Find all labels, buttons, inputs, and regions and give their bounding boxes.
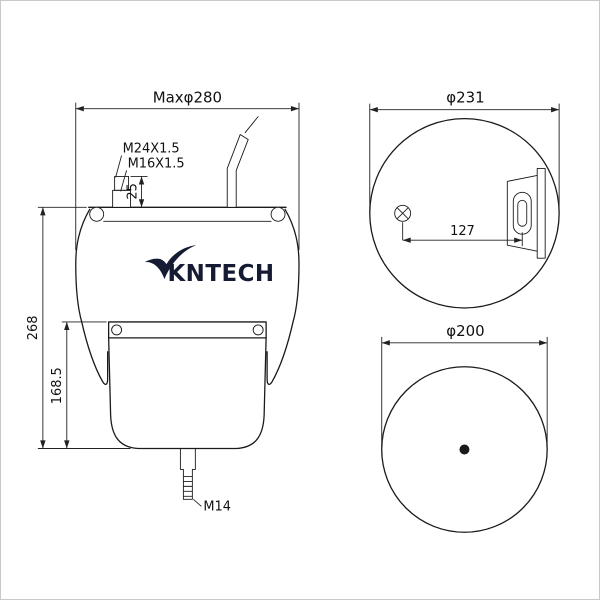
brand-logo: KNTECH	[144, 245, 274, 287]
bellows-right-wall	[266, 208, 300, 385]
air-port-symbol	[394, 204, 412, 222]
bottom-stud-leader	[193, 498, 202, 507]
bottom-stud	[179, 448, 196, 500]
mounting-bracket	[506, 167, 546, 259]
bottom-view: φ200	[381, 322, 548, 533]
dim-piston-height-label: 168.5	[50, 367, 65, 404]
bottom-stud-thread-lines	[183, 475, 193, 497]
air-port-cross-icon	[396, 207, 409, 220]
front-view: KNTECH Maxφ280 M24X1.5 M16X1.5 25 268	[26, 89, 300, 514]
dim-top-diameter: φ231	[369, 89, 560, 212]
thread-outer-leader	[115, 155, 123, 178]
bottom-center-point	[459, 444, 470, 455]
dim-overall-height-extlines	[37, 206, 131, 449]
piston-top-band	[107, 321, 267, 339]
piston-body	[107, 337, 267, 450]
dim-max-diameter-label: Maxφ280	[153, 89, 222, 107]
thread-inner-leader	[120, 170, 128, 192]
dim-stud-height-label: 25	[126, 183, 141, 199]
dim-max-diameter: Maxφ280	[75, 89, 300, 251]
dim-top-diameter-extlines	[369, 103, 560, 212]
piston-bead-right	[252, 324, 264, 336]
bracket-outline	[506, 167, 546, 259]
dim-bottom-diameter-extlines	[381, 336, 548, 448]
dim-port-offset-label: 127	[450, 224, 475, 239]
dim-overall-height: 268	[26, 206, 131, 449]
thread-inner-label: M16X1.5	[128, 156, 185, 171]
air-port-circle	[394, 204, 412, 222]
top-plate-bead-right	[270, 206, 286, 222]
top-plate-bead-left	[89, 206, 105, 222]
callout-thread-inner: M16X1.5	[120, 156, 185, 192]
top-view: φ231 127	[369, 89, 560, 309]
bottom-view-outline	[381, 366, 548, 533]
dim-bottom-diameter-label: φ200	[446, 322, 484, 340]
dim-port-offset-extlines	[402, 222, 523, 247]
piston-bead-left	[111, 324, 123, 336]
top-view-outline	[369, 117, 560, 309]
dim-top-diameter-label: φ231	[446, 89, 484, 107]
dim-port-offset: 127	[402, 222, 523, 247]
air-fitting-tip-line	[244, 116, 259, 134]
dim-bottom-diameter: φ200	[381, 322, 548, 448]
dim-stud-height: 25	[126, 175, 148, 208]
dim-max-diameter-extlines	[75, 102, 300, 251]
bracket-slot-inner	[517, 199, 528, 227]
dim-overall-height-label: 268	[26, 316, 41, 341]
brand-text: KNTECH	[167, 261, 274, 287]
bottom-stud-label: M14	[203, 499, 231, 514]
dim-piston-height: 168.5	[50, 321, 107, 449]
bellows-left-wall	[75, 208, 109, 385]
callout-thread-outer: M24X1.5	[115, 141, 180, 178]
air-fitting-elbow	[226, 134, 249, 208]
thread-outer-label: M24X1.5	[123, 141, 180, 156]
top-stud-lower	[112, 189, 132, 208]
brand-swoosh-icon	[144, 245, 197, 280]
callout-bottom-stud: M14	[193, 498, 231, 514]
